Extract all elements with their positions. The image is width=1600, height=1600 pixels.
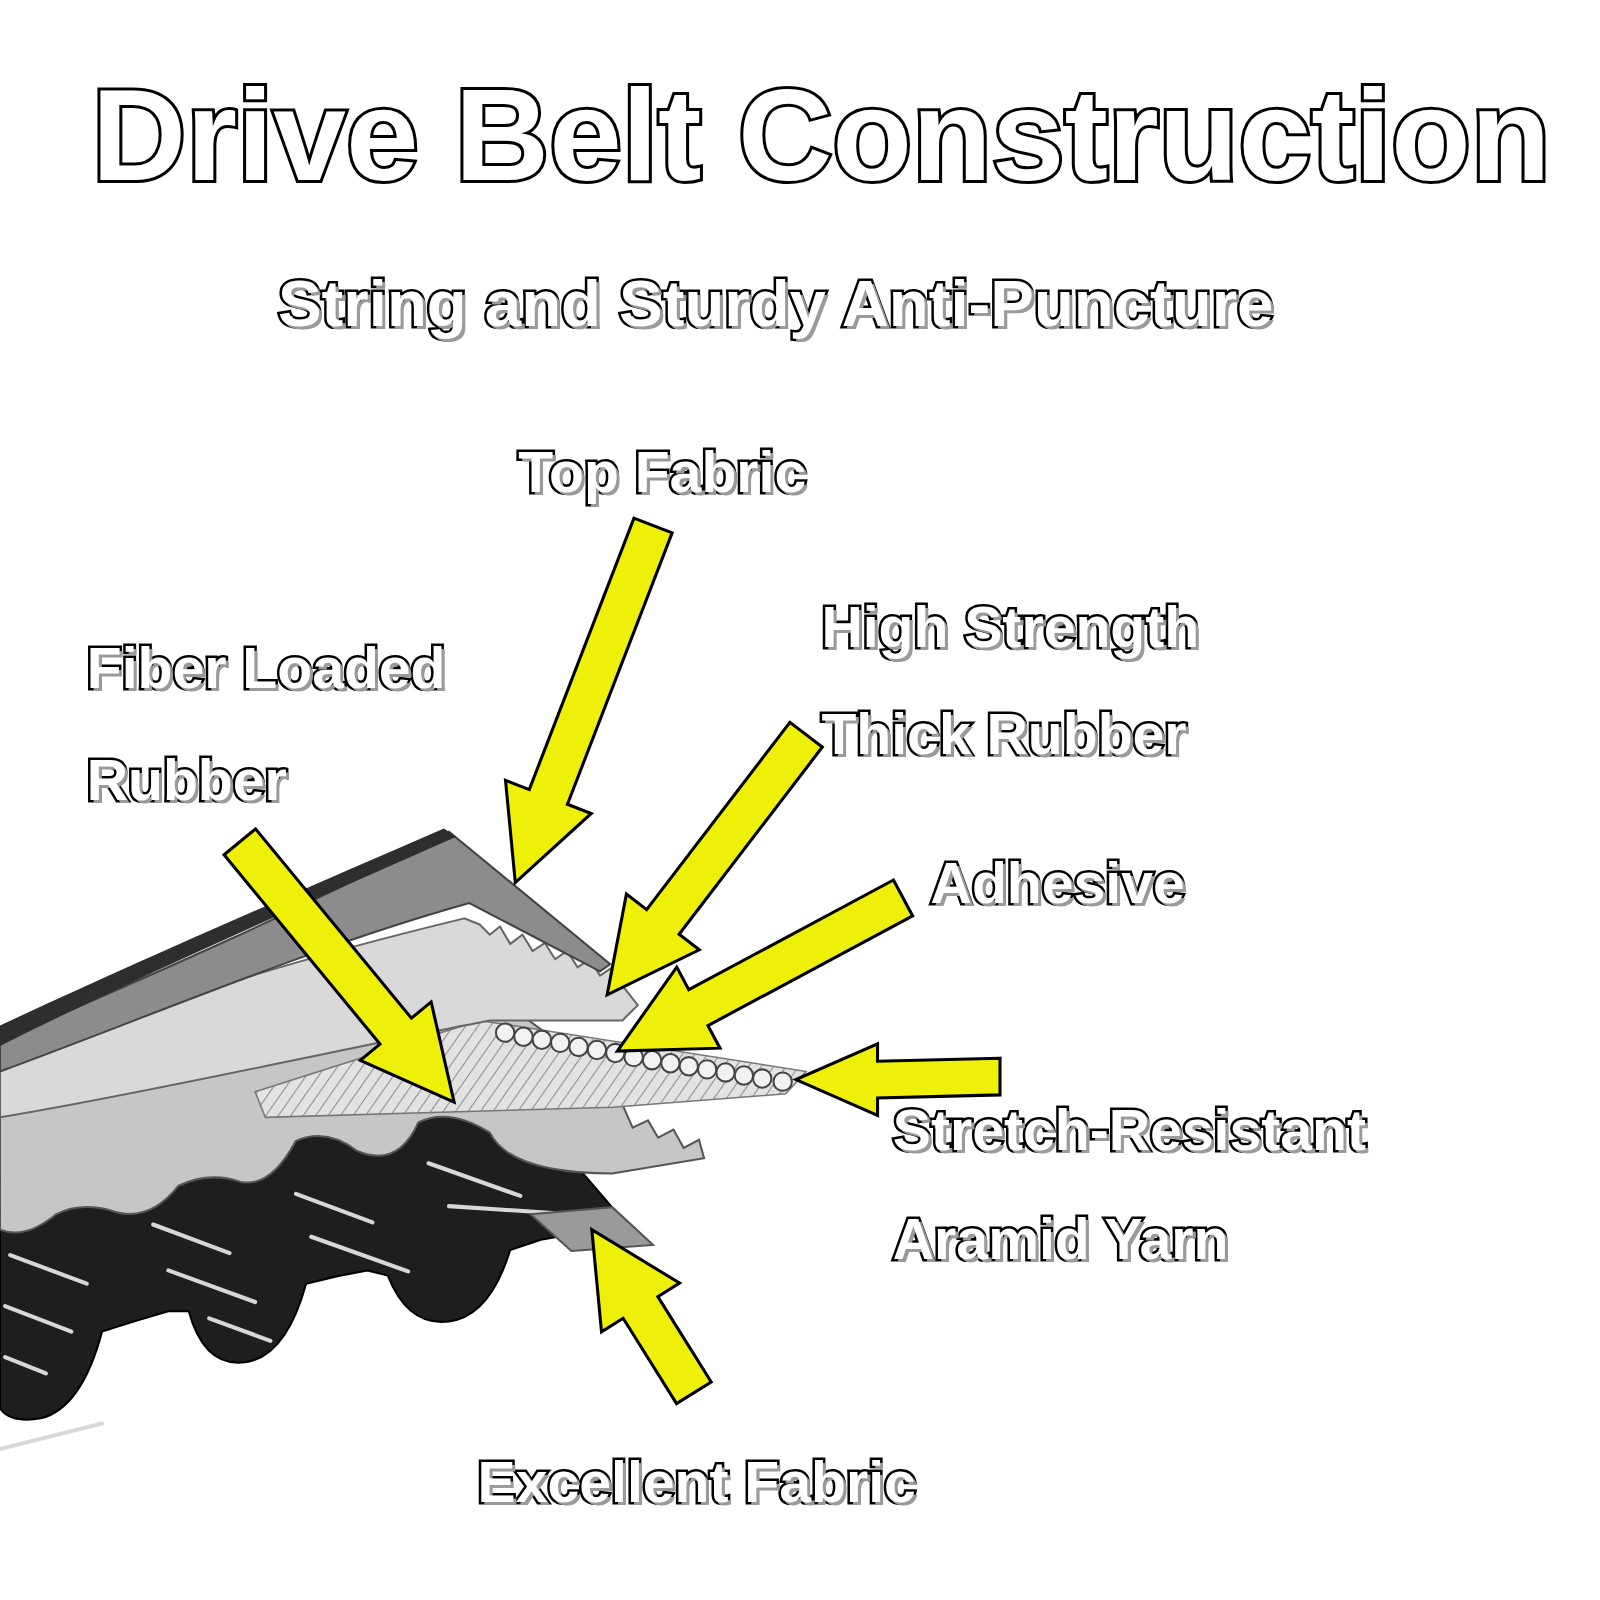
leader-arrow xyxy=(592,1230,711,1404)
leader-arrow xyxy=(224,829,454,1102)
part-label: Excellent Fabric xyxy=(478,1448,916,1516)
part-label: Top Fabric xyxy=(518,438,806,506)
part-label: Stretch-Resistant Aramid Yarn xyxy=(893,1076,1424,1294)
part-label: Adhesive xyxy=(931,849,1185,917)
part-label: High Strength Thick Rubber xyxy=(821,573,1270,787)
part-label: Fiber Loaded Rubber xyxy=(87,612,516,836)
subtitle: String and Sturdy Anti-Puncture xyxy=(278,264,1273,342)
title: Drive Belt Construction xyxy=(92,63,1551,207)
leader-arrow xyxy=(506,518,673,882)
leader-arrow xyxy=(617,880,912,1051)
